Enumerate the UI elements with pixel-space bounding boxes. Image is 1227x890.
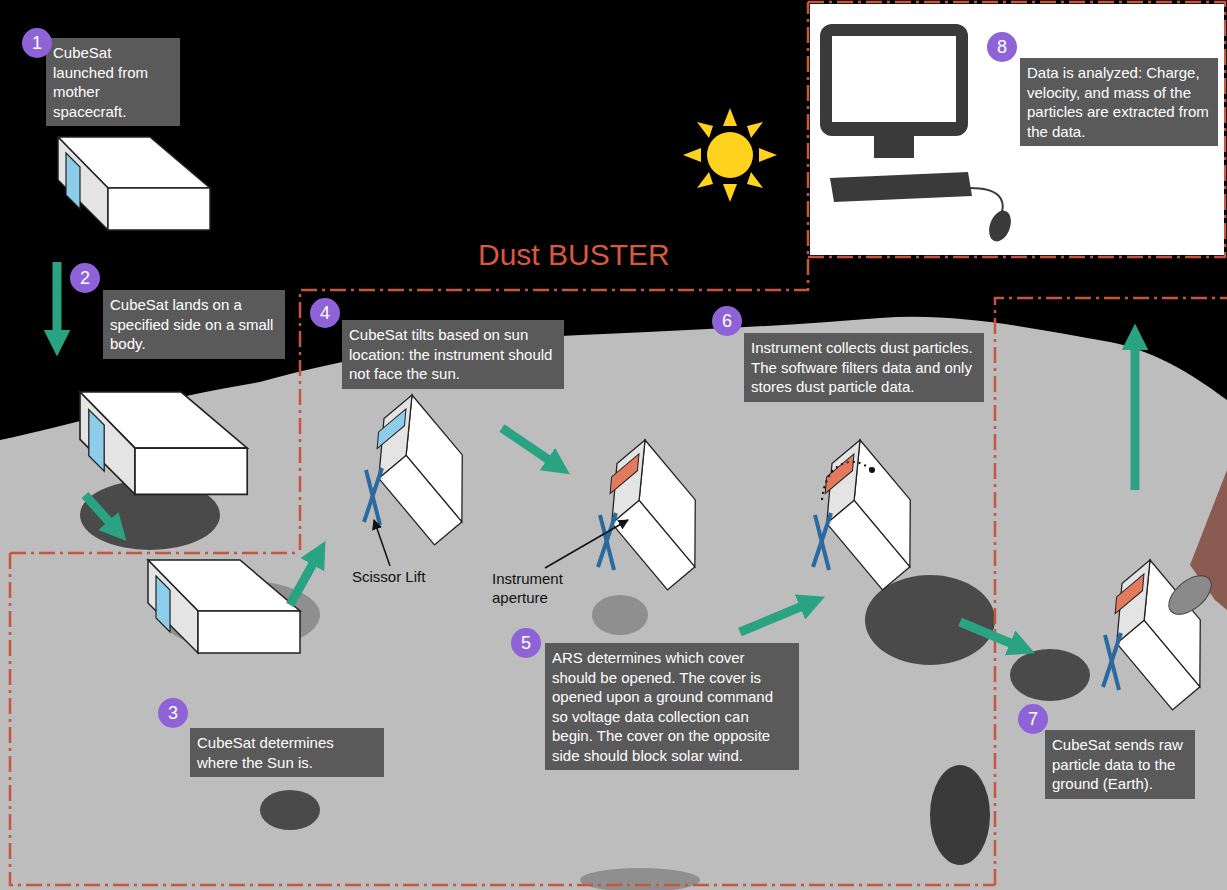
illustration-part bbox=[53, 262, 62, 335]
illustration-part bbox=[832, 36, 956, 122]
step-text: CubeSat sends raw particle data to the g… bbox=[1052, 735, 1188, 794]
illustration-part bbox=[930, 765, 990, 865]
callout-digit: 8 bbox=[997, 37, 1007, 58]
step-text-box: Instrument collects dust particles. The … bbox=[744, 333, 984, 402]
illustration-part bbox=[869, 467, 875, 473]
illustration-part bbox=[80, 392, 247, 494]
callout-digit: 5 bbox=[521, 633, 531, 654]
illustration-part bbox=[747, 122, 763, 138]
callout-digit: 1 bbox=[32, 33, 42, 54]
illustration-part bbox=[290, 560, 315, 605]
illustration-part bbox=[260, 790, 320, 830]
part-label: Scissor Lift bbox=[352, 568, 425, 587]
step-text-box: CubeSat determines where the Sun is. bbox=[190, 728, 384, 777]
step-text-box: CubeSat launched from mother spacecraft. bbox=[46, 38, 180, 126]
callout-number: 2 bbox=[70, 263, 100, 293]
step-text: Data is analyzed: Charge, velocity, and … bbox=[1027, 63, 1211, 141]
illustration-part bbox=[747, 172, 763, 188]
illustration-part bbox=[0, 317, 1227, 890]
callout-digit: 6 bbox=[722, 311, 732, 332]
illustration-part bbox=[1162, 568, 1218, 622]
step-text: Instrument collects dust particles. The … bbox=[751, 338, 977, 397]
callout-number: 7 bbox=[1018, 704, 1048, 734]
callout-number: 5 bbox=[511, 628, 541, 658]
step-text-box: ARS determines which cover should be ope… bbox=[545, 643, 799, 770]
illustration-part bbox=[545, 520, 628, 568]
illustration-part bbox=[1103, 633, 1121, 687]
callout-number: 4 bbox=[310, 298, 340, 328]
part-label: Instrument aperture bbox=[492, 570, 592, 608]
illustration-part bbox=[364, 468, 382, 522]
illustration-part bbox=[502, 428, 552, 462]
illustration-part bbox=[759, 148, 777, 162]
illustration-part bbox=[1089, 560, 1227, 710]
illustration-part bbox=[995, 298, 1227, 885]
callout-number: 1 bbox=[22, 28, 52, 58]
illustration-part bbox=[300, 2, 808, 550]
illustration-part bbox=[697, 122, 713, 138]
illustration-part bbox=[683, 148, 701, 162]
callout-digit: 7 bbox=[1028, 709, 1038, 730]
illustration-part bbox=[351, 395, 495, 545]
illustration-part bbox=[707, 132, 753, 178]
illustration-part bbox=[822, 462, 872, 500]
illustration-part bbox=[810, 4, 1224, 255]
illustration-part bbox=[723, 108, 737, 126]
illustration-part bbox=[820, 24, 968, 136]
illustration-part bbox=[85, 495, 112, 525]
illustration-part bbox=[830, 172, 972, 202]
illustration-part bbox=[874, 136, 914, 158]
callout-number: 8 bbox=[987, 32, 1017, 62]
illustration-part bbox=[584, 440, 728, 590]
illustration-part bbox=[808, 2, 1225, 257]
illustration-part bbox=[598, 513, 616, 567]
illustration-part bbox=[960, 622, 1015, 645]
step-text-box: CubeSat lands on a specified side on a s… bbox=[103, 290, 285, 359]
illustration-part bbox=[10, 2, 1227, 885]
illustration-part bbox=[1010, 649, 1090, 701]
callout-number: 3 bbox=[158, 698, 188, 728]
illustration-part bbox=[57, 262, 1135, 645]
illustration-part bbox=[1131, 345, 1140, 490]
step-text: CubeSat tilts based on sun location: the… bbox=[349, 325, 557, 384]
illustration-part bbox=[58, 137, 210, 230]
callout-digit: 4 bbox=[320, 303, 330, 324]
illustration-part bbox=[10, 552, 300, 555]
illustration-part bbox=[697, 172, 713, 188]
step-text: CubeSat lands on a specified side on a s… bbox=[110, 295, 278, 354]
illustration-part bbox=[580, 868, 700, 890]
illustration-part bbox=[148, 560, 300, 653]
step-text-box: Data is analyzed: Charge, velocity, and … bbox=[1020, 58, 1218, 146]
callout-number: 6 bbox=[712, 306, 742, 336]
callout-digit: 2 bbox=[80, 268, 90, 289]
illustration-part bbox=[740, 605, 805, 632]
step-text: CubeSat determines where the Sun is. bbox=[197, 733, 377, 772]
illustration-part bbox=[723, 184, 737, 202]
illustration-part bbox=[683, 108, 777, 202]
step-text: ARS determines which cover should be ope… bbox=[552, 648, 792, 765]
illustration-part bbox=[813, 513, 831, 567]
step-text-box: CubeSat sends raw particle data to the g… bbox=[1045, 730, 1195, 799]
illustration-part bbox=[985, 208, 1015, 245]
callout-digit: 3 bbox=[168, 703, 178, 724]
illustration-part bbox=[799, 440, 943, 590]
diagram-title: Dust BUSTER bbox=[478, 238, 670, 272]
step-text-box: CubeSat tilts based on sun location: the… bbox=[342, 320, 564, 389]
illustration-part bbox=[374, 520, 390, 566]
step-text: CubeSat launched from mother spacecraft. bbox=[53, 43, 173, 121]
illustration-part bbox=[592, 595, 648, 635]
illustration-part bbox=[970, 188, 1003, 212]
illustration-part bbox=[10, 553, 995, 885]
